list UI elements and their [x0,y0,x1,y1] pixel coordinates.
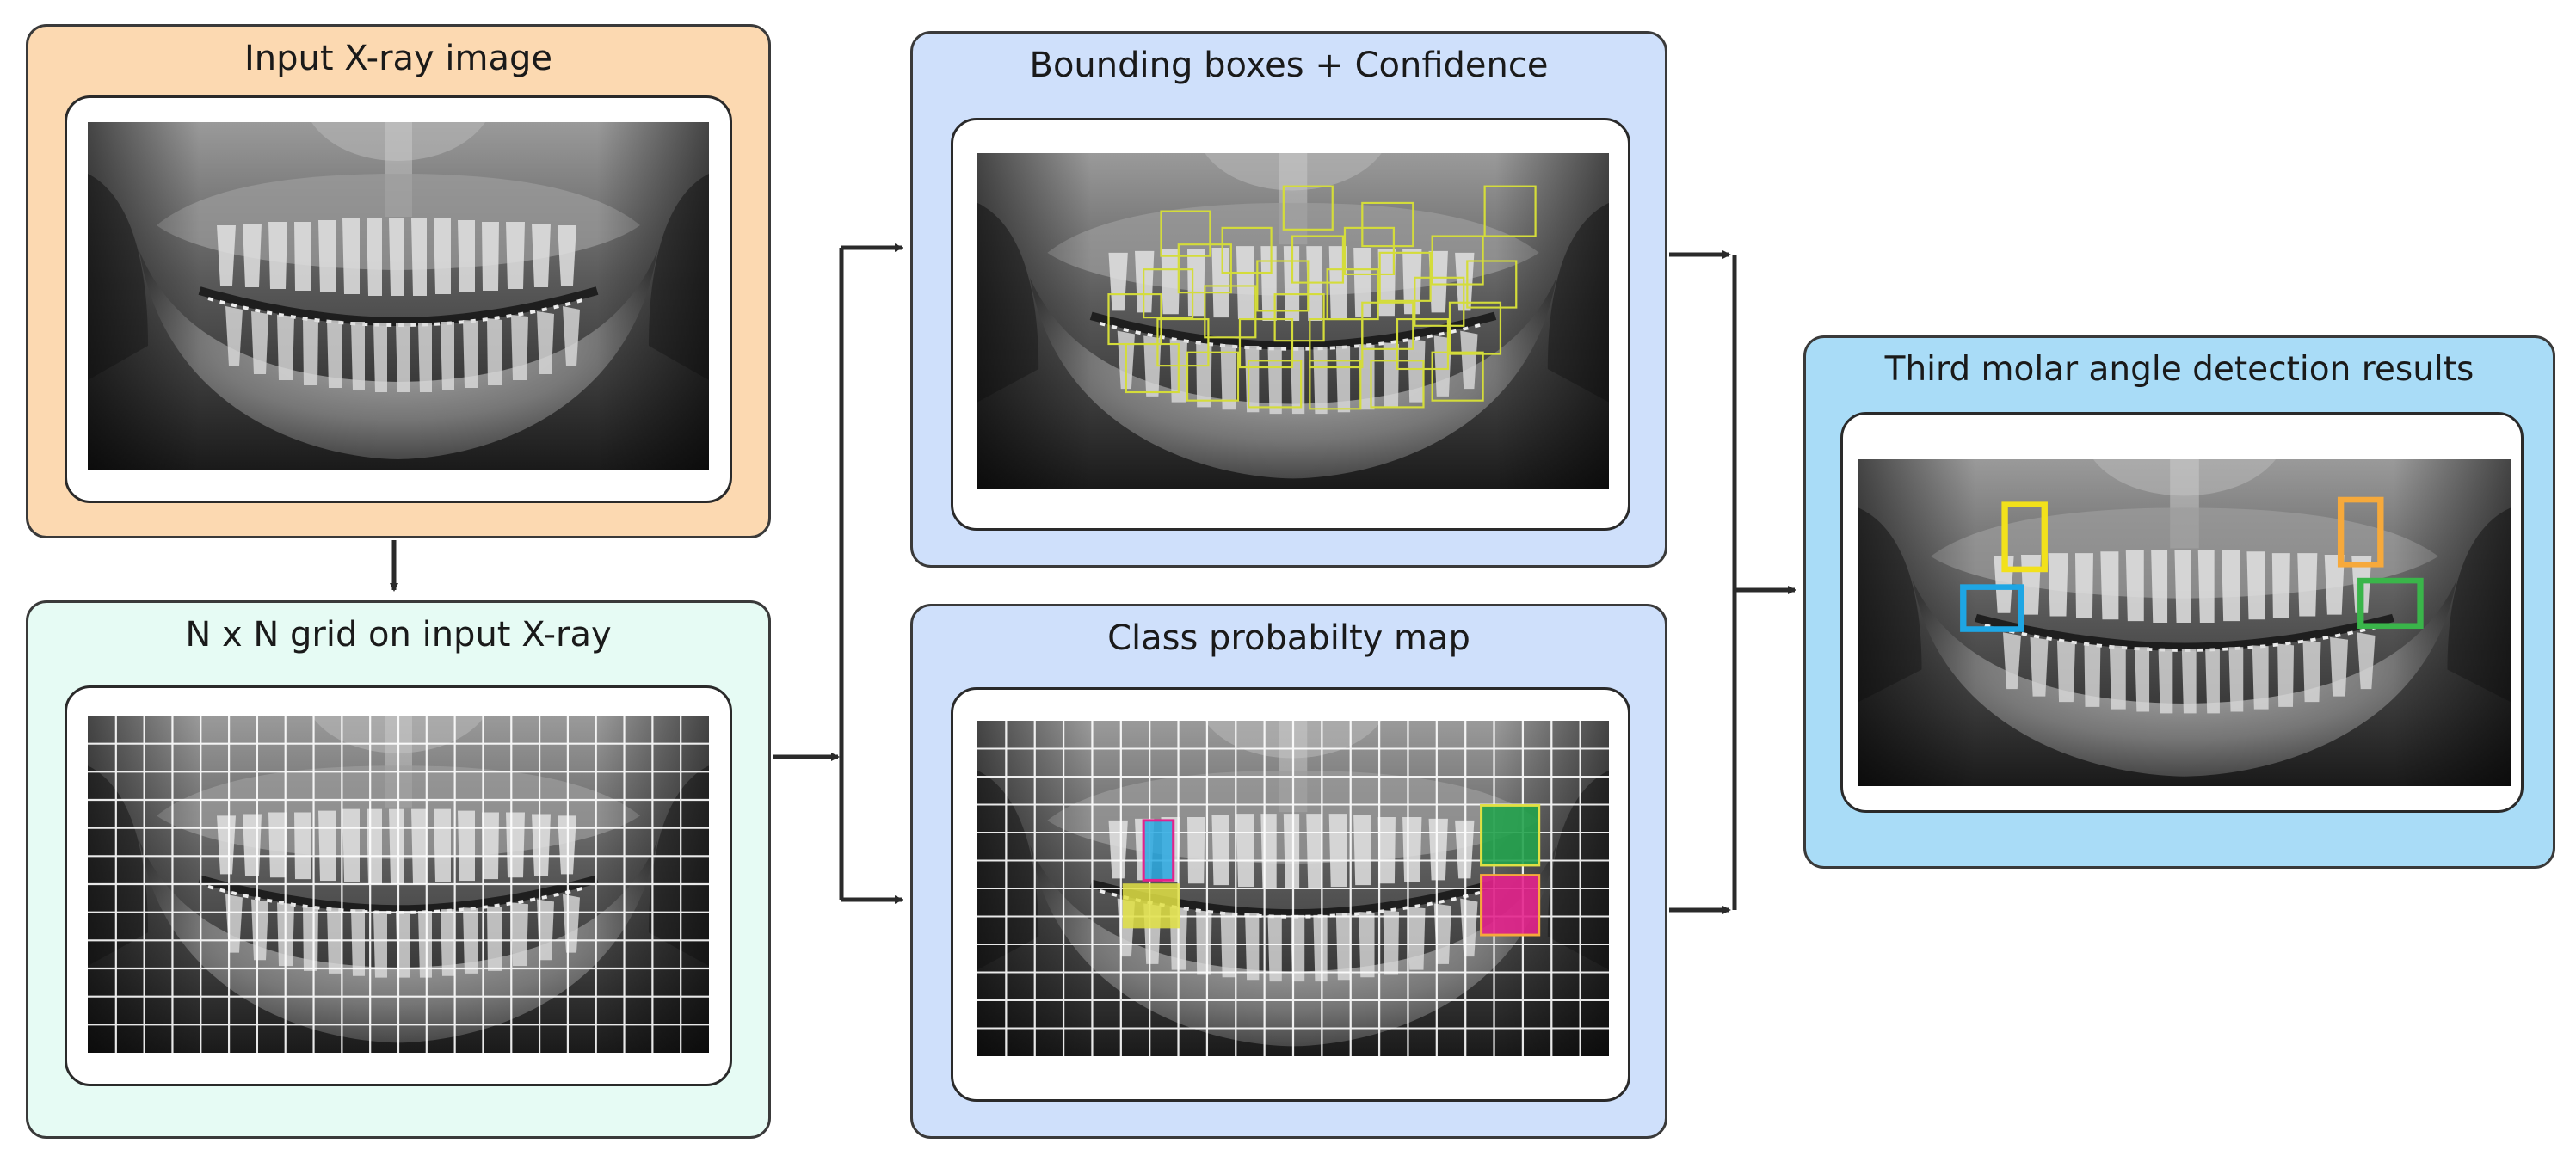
molar-detections [1960,496,2424,632]
panel-detection-results: Third molar angle detection results [1803,335,2555,869]
candidate-bounding-box [1343,226,1396,276]
candidate-bounding-box [1273,293,1325,342]
candidate-bounding-box [1156,318,1210,367]
candidate-bounding-box [1448,301,1502,355]
molar-box-lower-right [1960,584,2024,632]
candidate-bounding-box [1238,318,1294,369]
grid-overlay [88,716,709,1053]
prob-cell-green [1480,804,1541,867]
molar-box-upper-right [2001,501,2048,573]
prob-cell-yellow [1122,883,1180,929]
prob-cell-blue [1142,819,1175,882]
image-frame-result [1840,412,2524,813]
candidate-bounding-box [1361,201,1414,248]
probability-cells [1122,804,1541,937]
panel-title-grid: N x N grid on input X-ray [185,615,612,655]
candidate-bounding-box [1483,185,1537,237]
image-frame-grid [65,685,732,1086]
candidate-bounding-box [1370,360,1425,409]
image-frame-bbox [951,118,1630,531]
candidate-bounding-box [1204,285,1257,339]
panel-title-input: Input X-ray image [243,39,553,78]
candidate-bounding-box [1282,185,1334,231]
candidate-bounding-box [1160,210,1211,257]
prob-cell-magenta [1480,874,1541,937]
image-frame-classmap [951,687,1630,1102]
candidate-bounding-box [1291,235,1345,284]
candidate-bounding-box [1361,301,1414,350]
candidate-bounding-box [1186,351,1240,402]
candidate-bounding-box [1326,268,1379,321]
panel-title-classmap: Class probabilty map [1107,618,1470,658]
xray-image-grid [88,716,709,1053]
candidate-bounding-box [1309,360,1362,410]
panel-title-result: Third molar angle detection results [1884,350,2474,389]
candidate-bounding-box [1125,342,1180,394]
molar-box-lower-left [2357,577,2424,630]
xray-image-classmap [977,721,1609,1056]
candidate-bounding-box [1466,260,1518,309]
candidate-bounding-box [1248,360,1303,409]
candidate-bounding-box [1221,226,1273,274]
xray-image-result [1858,459,2511,786]
candidate-bounding-box [1256,260,1310,312]
panel-class-probability: Class probabilty map [910,604,1667,1139]
panel-grid-xray: N x N grid on input X-ray [26,600,771,1139]
panel-bounding-boxes: Bounding boxes + Confidence [910,31,1667,568]
candidate-bounding-box [1431,351,1484,402]
xray-image-bbox [977,153,1609,489]
molar-box-upper-left [2337,496,2384,568]
panel-input-xray: Input X-ray image [26,24,771,538]
image-frame-input [65,95,732,503]
bounding-box-overlay [1107,185,1537,410]
panel-title-bbox: Bounding boxes + Confidence [1029,46,1549,85]
